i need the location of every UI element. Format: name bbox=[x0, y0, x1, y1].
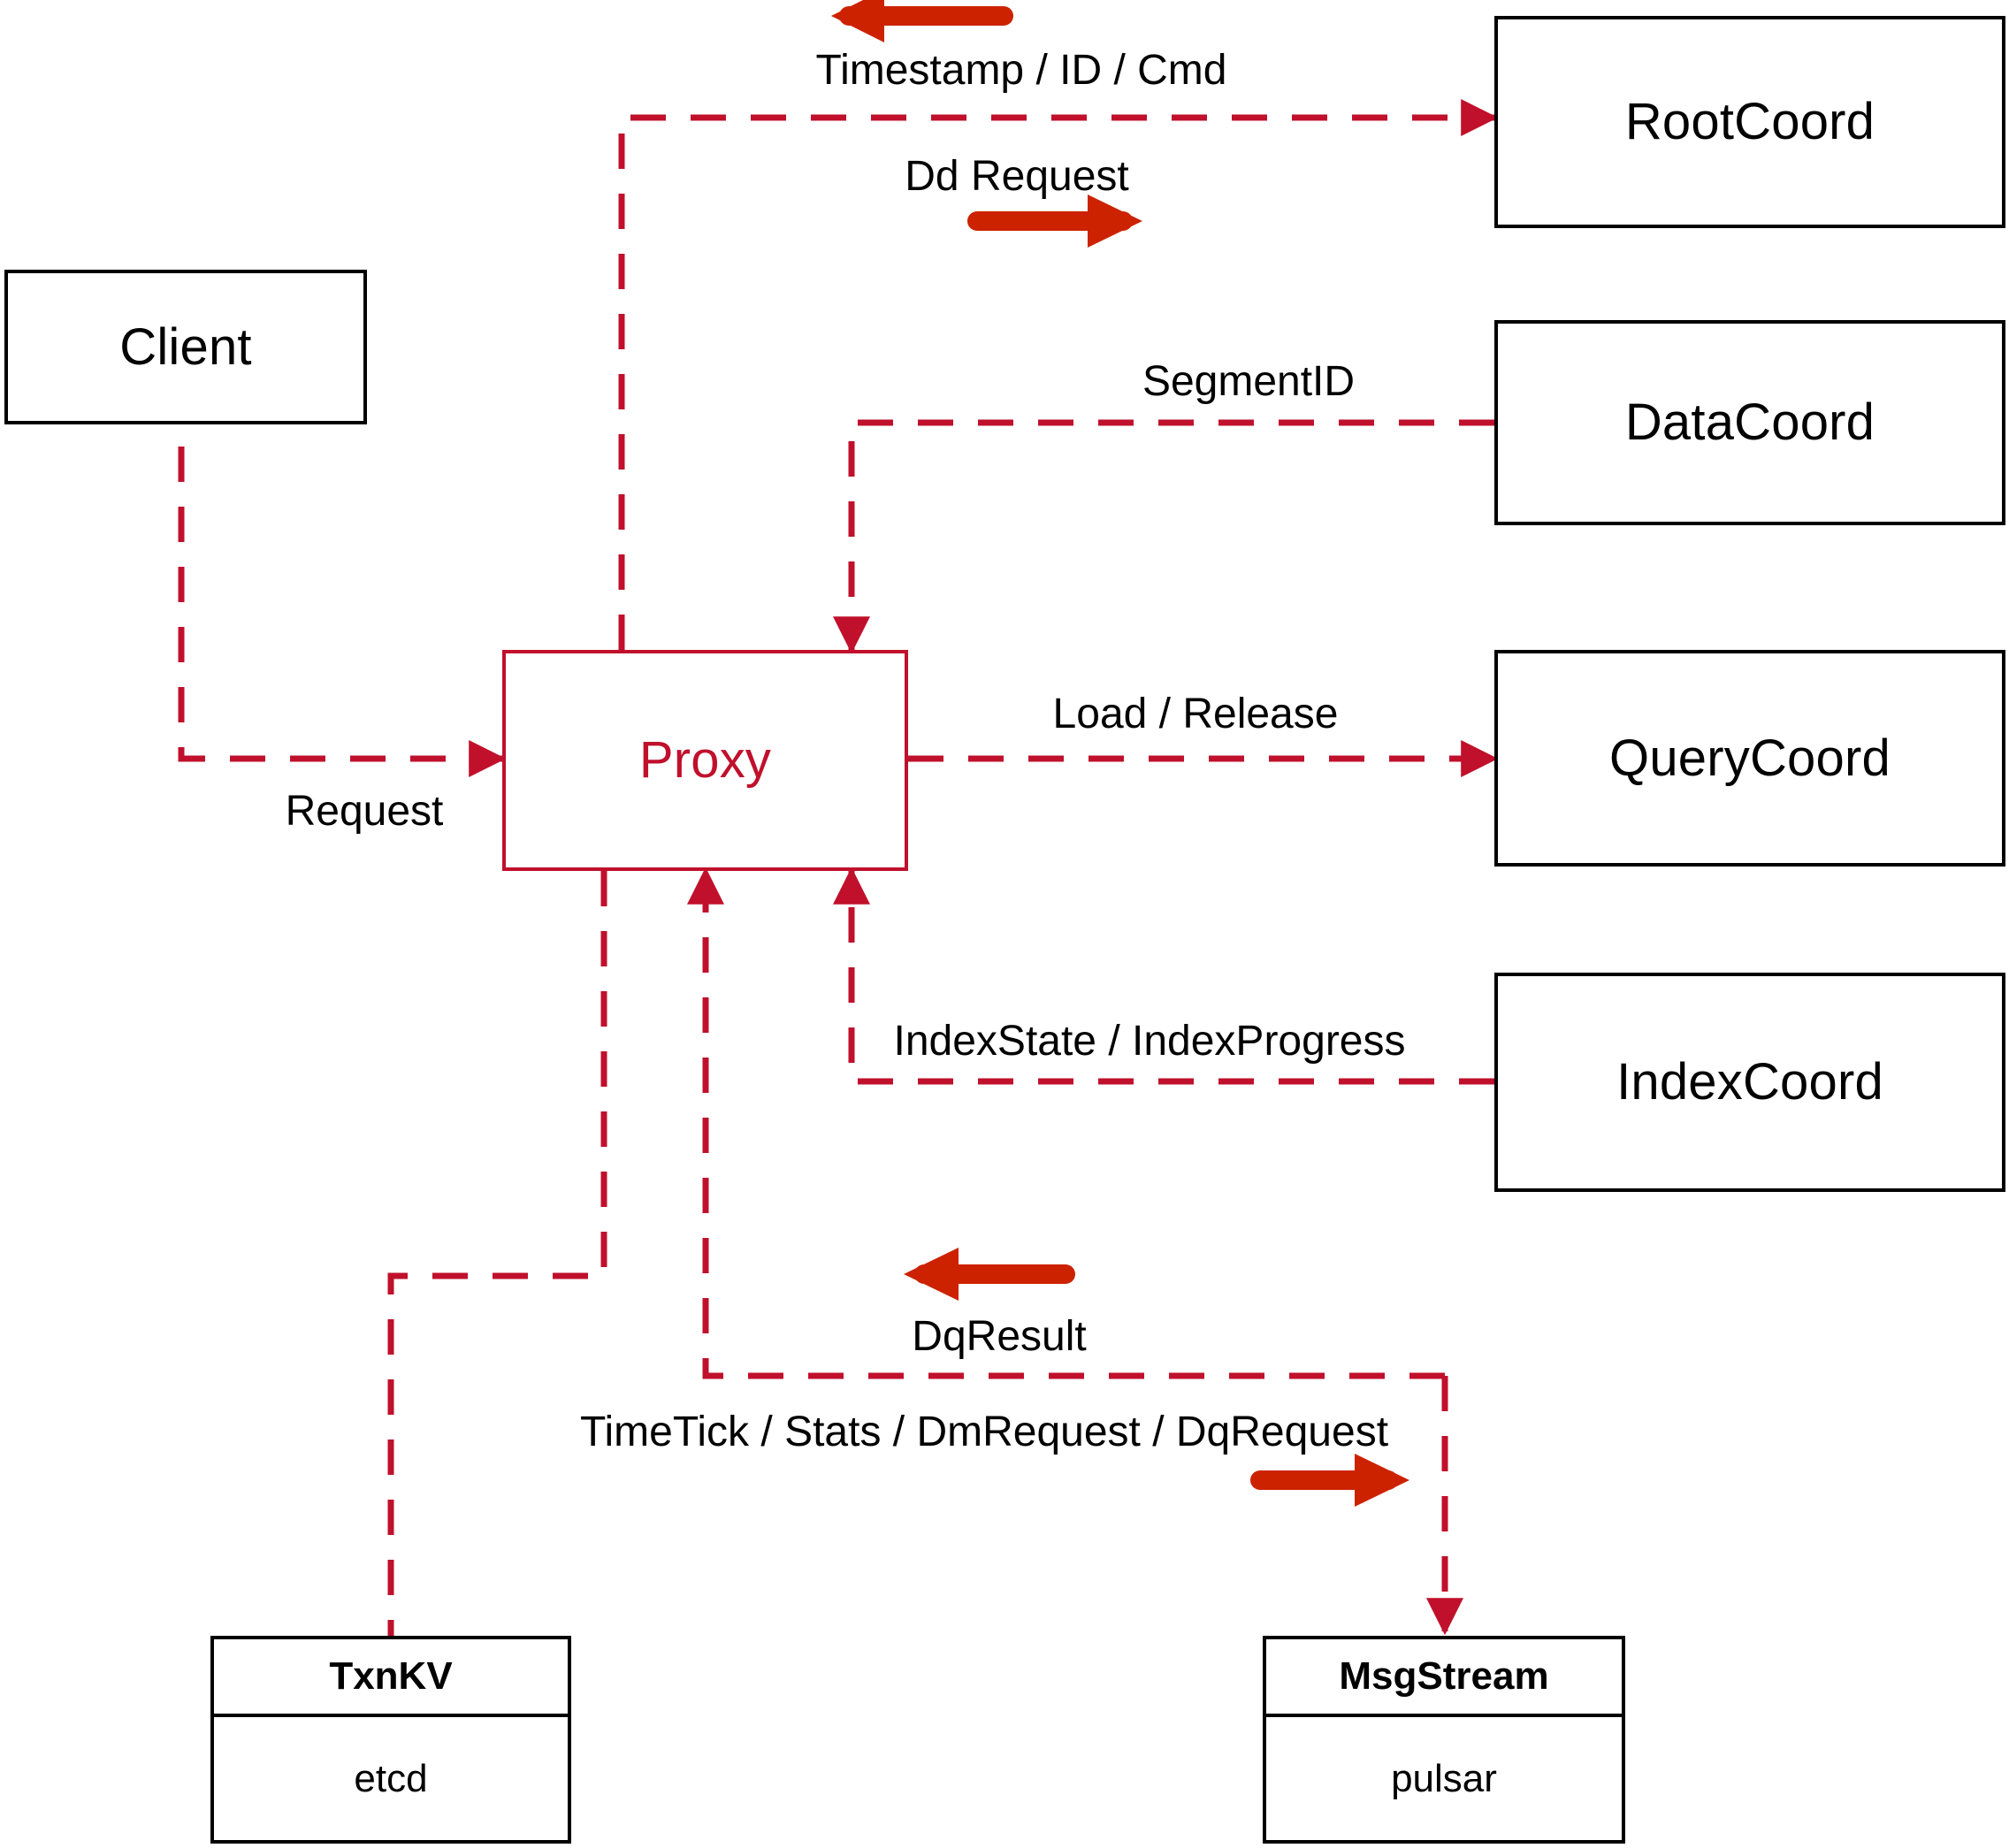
node-txnkv-header-label: TxnKV bbox=[329, 1654, 453, 1698]
edge-label-load-release: Load / Release bbox=[1052, 691, 1339, 737]
node-querycoord[interactable]: QueryCoord bbox=[1494, 650, 2005, 867]
edge-client-to-proxy bbox=[178, 386, 507, 777]
direction-arrow-dd-request bbox=[967, 195, 1142, 248]
node-txnkv[interactable]: TxnKV etcd bbox=[210, 1636, 571, 1844]
edge-label-segment-id: SegmentID bbox=[1142, 358, 1356, 405]
edge-proxy-to-txnkv bbox=[387, 871, 607, 1638]
edge-proxy-to-rootcoord bbox=[618, 99, 1499, 650]
node-txnkv-header: TxnKV bbox=[214, 1639, 568, 1717]
node-indexcoord[interactable]: IndexCoord bbox=[1494, 973, 2005, 1192]
node-msgstream-header-label: MsgStream bbox=[1339, 1654, 1549, 1698]
edge-msgstream-to-proxy bbox=[687, 867, 1445, 1379]
node-msgstream[interactable]: MsgStream pulsar bbox=[1263, 1636, 1625, 1844]
edge-label-dq-result: DqResult bbox=[912, 1313, 1087, 1360]
edge-label-timetick-stats: TimeTick / Stats / DmRequest / DqRequest bbox=[579, 1409, 1389, 1455]
node-rootcoord-label: RootCoord bbox=[1624, 93, 1875, 150]
node-client-label: Client bbox=[119, 317, 252, 376]
direction-arrow-dq-result bbox=[904, 1248, 1075, 1301]
node-datacoord[interactable]: DataCoord bbox=[1494, 320, 2005, 525]
node-txnkv-body: etcd bbox=[214, 1717, 568, 1840]
edge-label-request: Request bbox=[285, 788, 444, 835]
node-querycoord-label: QueryCoord bbox=[1609, 729, 1891, 787]
node-datacoord-label: DataCoord bbox=[1624, 393, 1875, 451]
node-proxy[interactable]: Proxy bbox=[502, 650, 908, 871]
node-proxy-label: Proxy bbox=[638, 731, 772, 789]
node-msgstream-body-label: pulsar bbox=[1391, 1756, 1497, 1800]
node-indexcoord-label: IndexCoord bbox=[1616, 1053, 1883, 1111]
node-msgstream-header: MsgStream bbox=[1266, 1639, 1622, 1717]
edge-datacoord-to-proxy bbox=[833, 419, 1494, 654]
direction-arrow-timetick bbox=[1250, 1454, 1409, 1507]
node-rootcoord[interactable]: RootCoord bbox=[1494, 16, 2005, 228]
edge-indexcoord-to-proxy bbox=[833, 867, 1494, 1085]
direction-arrow-timestamp bbox=[831, 0, 1013, 42]
node-txnkv-body-label: etcd bbox=[354, 1756, 428, 1800]
node-client[interactable]: Client bbox=[4, 270, 367, 424]
edge-label-dd-request: Dd Request bbox=[905, 153, 1129, 200]
node-msgstream-body: pulsar bbox=[1266, 1717, 1622, 1840]
edge-label-timestamp-id-cmd: Timestamp / ID / Cmd bbox=[815, 47, 1227, 94]
edge-label-index-state-progress: IndexState / IndexProgress bbox=[893, 1018, 1406, 1065]
